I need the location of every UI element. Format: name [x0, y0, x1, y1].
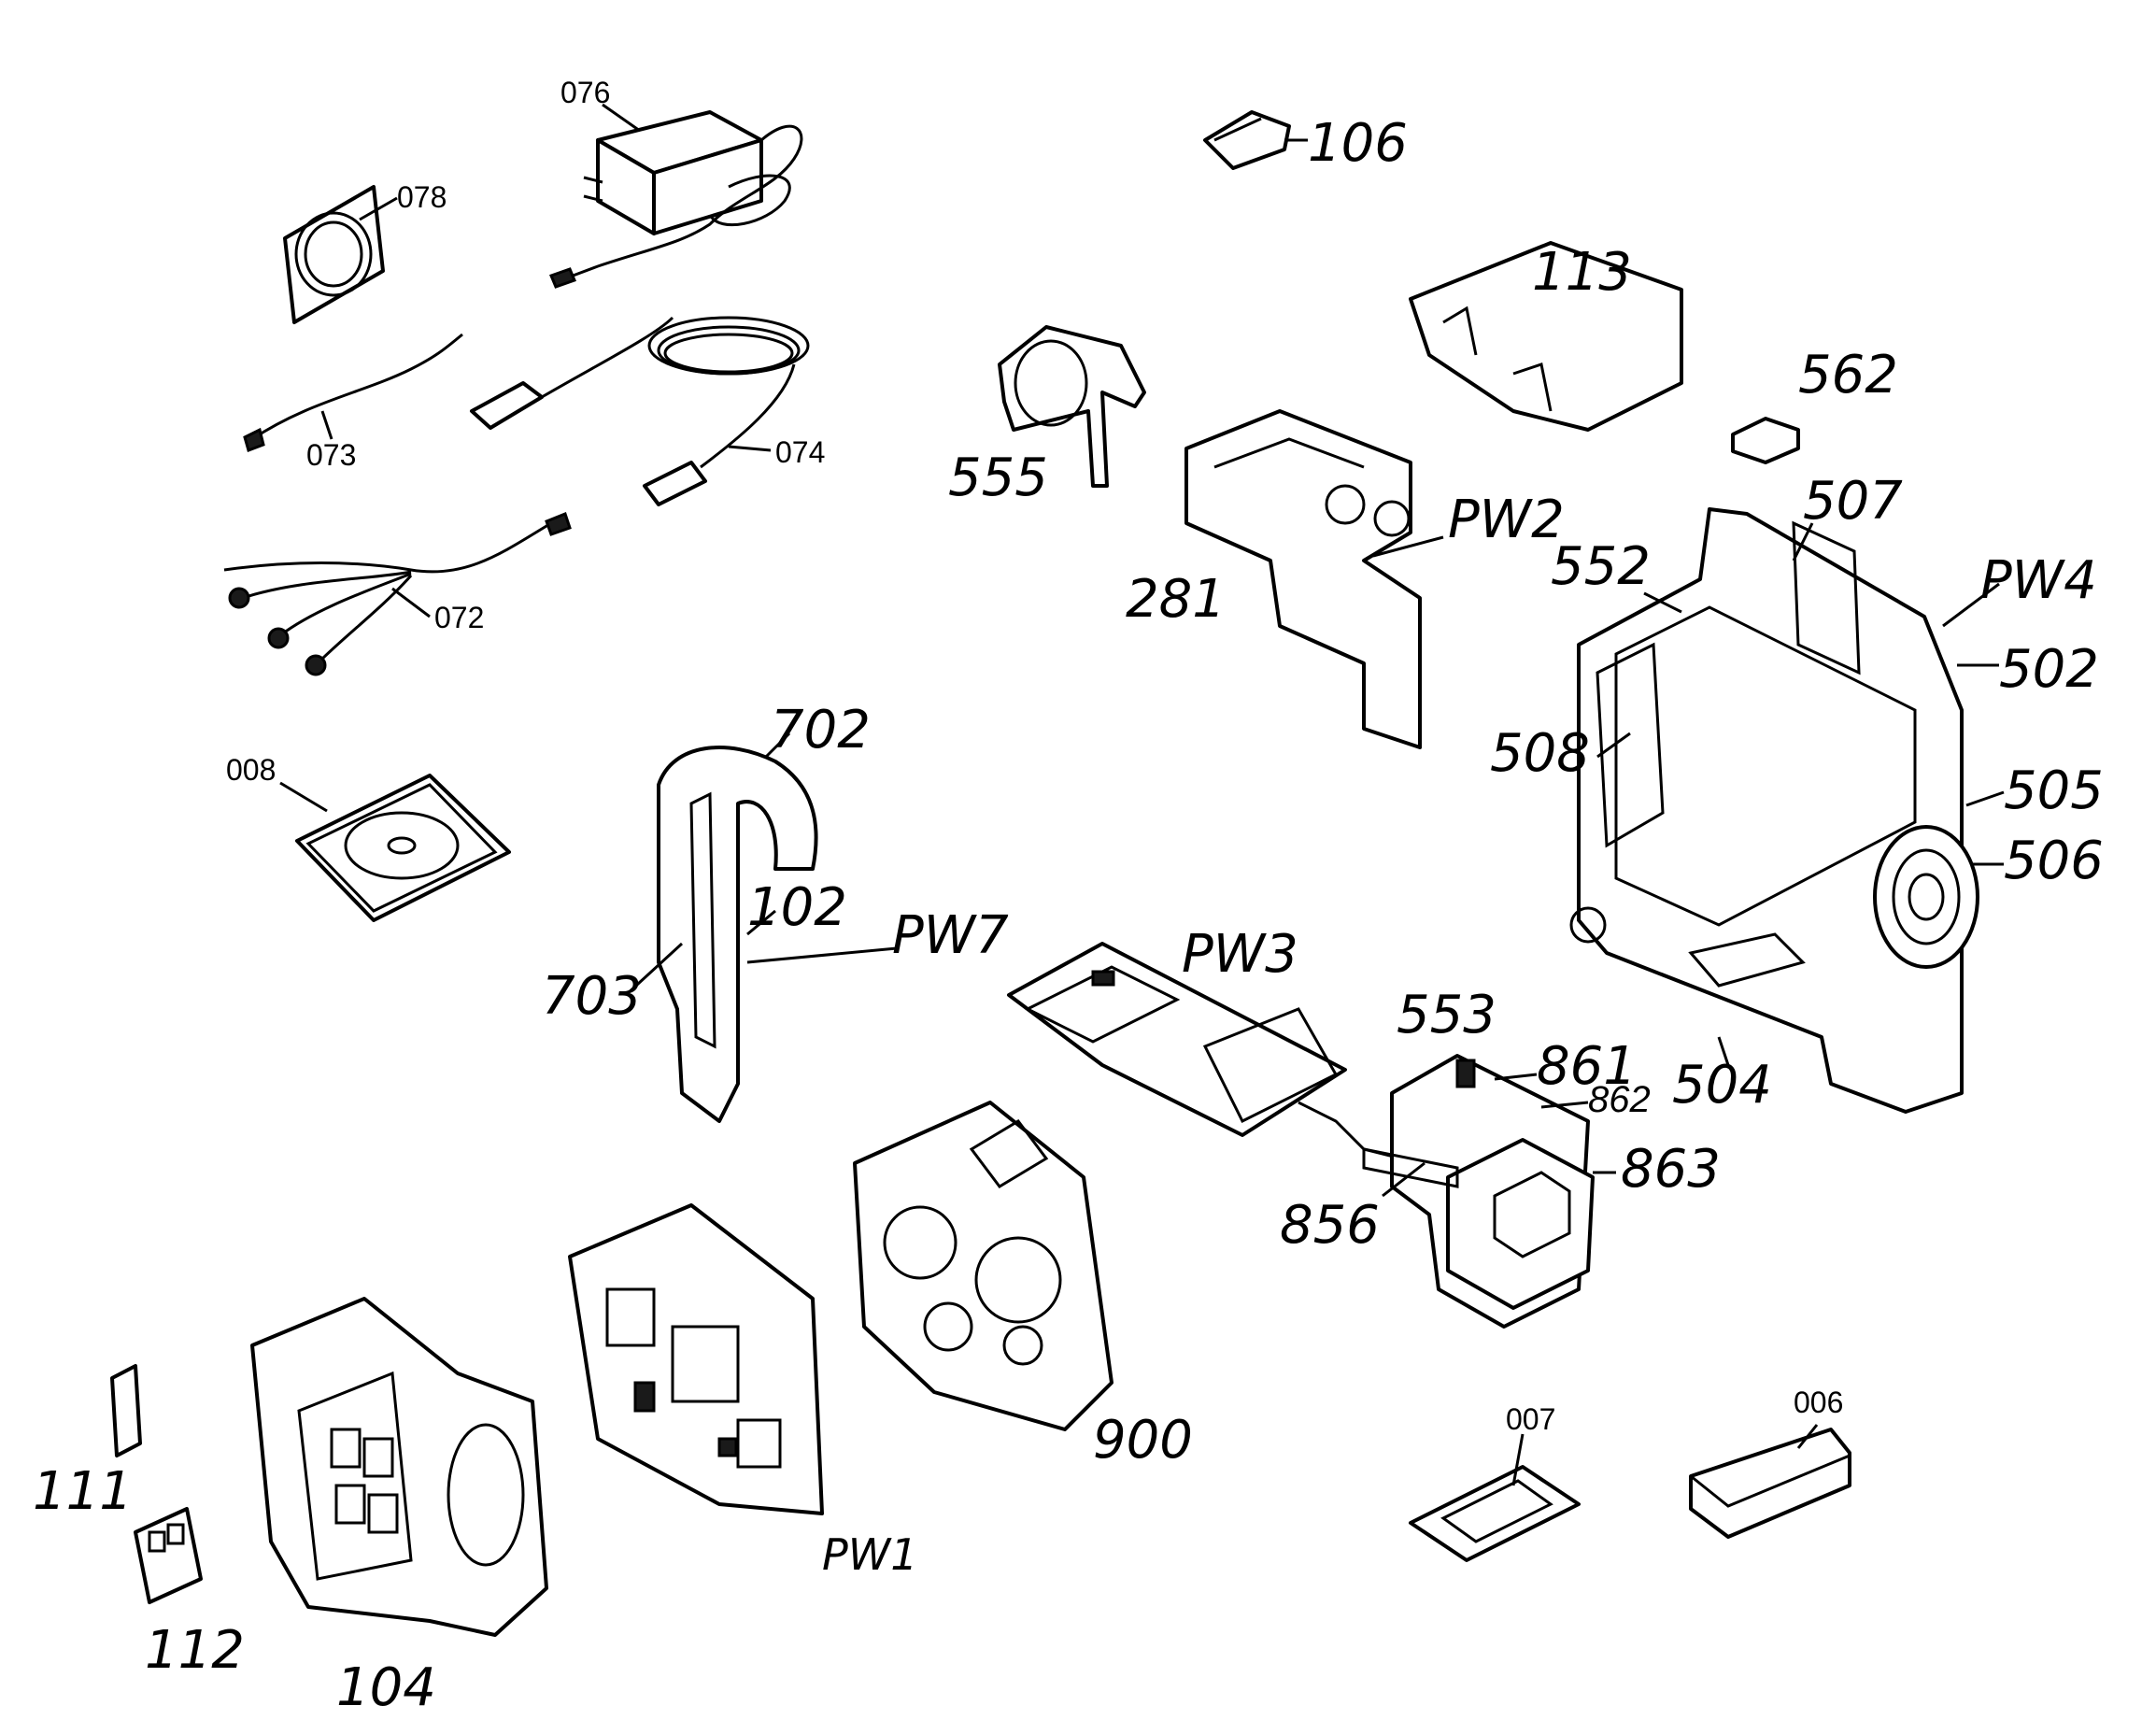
- cable-073: [243, 333, 463, 452]
- bracket-555: [998, 325, 1146, 488]
- label-508: 508: [1490, 723, 1590, 784]
- lens-filter-078: [283, 185, 398, 324]
- battery-006: [1689, 1424, 1851, 1539]
- label-900: 900: [1093, 1410, 1193, 1471]
- label-555: 555: [948, 448, 1048, 508]
- label-112: 112: [145, 1620, 245, 1681]
- label-pw4: PW4: [1980, 550, 2097, 611]
- label-113: 113: [1532, 242, 1632, 303]
- label-106: 106: [1308, 113, 1408, 174]
- label-504: 504: [1672, 1055, 1772, 1116]
- main-chassis: [1569, 507, 2005, 1114]
- label-863: 863: [1621, 1139, 1721, 1200]
- label-562: 562: [1798, 345, 1898, 405]
- label-861: 861: [1537, 1036, 1637, 1097]
- label-111: 111: [33, 1461, 133, 1522]
- label-553: 553: [1397, 985, 1496, 1045]
- label-505: 505: [2004, 760, 2104, 821]
- lens-assembly-281: [1184, 409, 1444, 749]
- label-702: 702: [771, 700, 871, 760]
- label-073: 073: [306, 438, 356, 472]
- label-pw3: PW3: [1182, 924, 1298, 985]
- label-281: 281: [1126, 569, 1226, 630]
- part-112: [134, 1507, 203, 1604]
- ac-adapter-076: [549, 103, 803, 289]
- label-703: 703: [542, 966, 642, 1027]
- label-008: 008: [226, 753, 276, 787]
- label-006: 006: [1794, 1386, 1843, 1419]
- board-pw3: [1007, 942, 1402, 1160]
- grip-case-702: [624, 732, 898, 1123]
- part-111: [110, 1364, 142, 1457]
- label-856: 856: [1280, 1195, 1380, 1256]
- lcd-module-553: [1362, 1054, 1616, 1329]
- label-078: 078: [397, 180, 447, 214]
- label-076: 076: [560, 76, 610, 109]
- label-pw1: PW1: [822, 1529, 918, 1580]
- label-506: 506: [2004, 831, 2104, 891]
- part-106: [1203, 110, 1308, 170]
- part-562: [1731, 417, 1800, 464]
- label-502: 502: [1999, 639, 2099, 700]
- label-104: 104: [336, 1657, 436, 1718]
- cd-rom-008: [279, 774, 511, 922]
- label-pw7: PW7: [892, 905, 1009, 966]
- frame-104: [250, 1297, 548, 1637]
- label-552: 552: [1551, 536, 1651, 597]
- tape-mechanism-900: [853, 1101, 1113, 1431]
- label-pw2: PW2: [1448, 490, 1565, 550]
- label-074: 074: [775, 435, 825, 469]
- label-862: 862: [1588, 1079, 1651, 1120]
- label-102: 102: [747, 877, 847, 938]
- label-507: 507: [1803, 471, 1903, 532]
- av-cable-072: [223, 512, 572, 676]
- label-007: 007: [1506, 1402, 1555, 1436]
- part-007: [1409, 1433, 1581, 1562]
- top-cover-113: [1409, 241, 1683, 432]
- usb-cable-074: [470, 316, 810, 506]
- label-072: 072: [434, 601, 484, 634]
- board-pw1: [568, 1203, 824, 1515]
